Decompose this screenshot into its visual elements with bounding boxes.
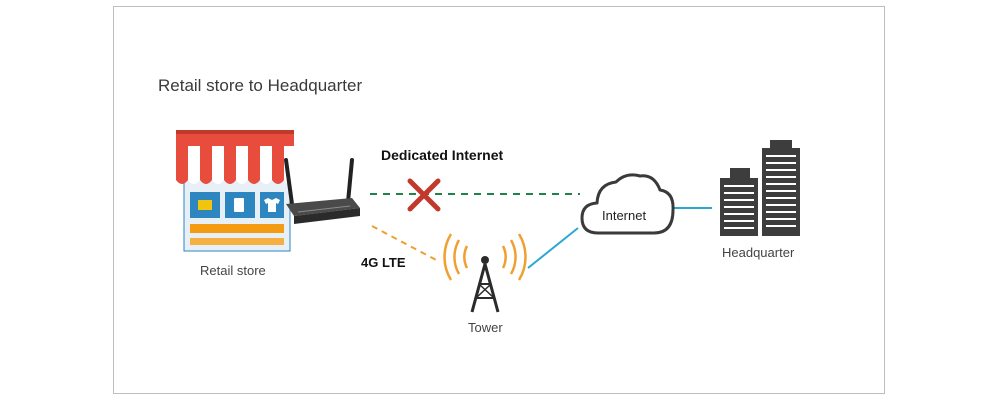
dedicated-internet-label: Dedicated Internet [381, 147, 504, 163]
headquarter-label: Headquarter [722, 245, 795, 260]
retail-store-label: Retail store [200, 263, 266, 278]
diagram-title: Retail store to Headquarter [158, 76, 363, 95]
headquarter-building-icon [720, 140, 800, 236]
tower-icon [443, 233, 527, 313]
router-icon [284, 158, 360, 224]
tower-label: Tower [468, 320, 503, 335]
lte-link [371, 225, 441, 263]
retail-store-icon [176, 130, 294, 252]
tower-internet-link [527, 227, 579, 269]
link-failed-cross-icon [407, 178, 441, 212]
internet-cloud-icon [580, 173, 675, 235]
lte-label: 4G LTE [361, 255, 406, 270]
internet-label: Internet [602, 208, 647, 223]
